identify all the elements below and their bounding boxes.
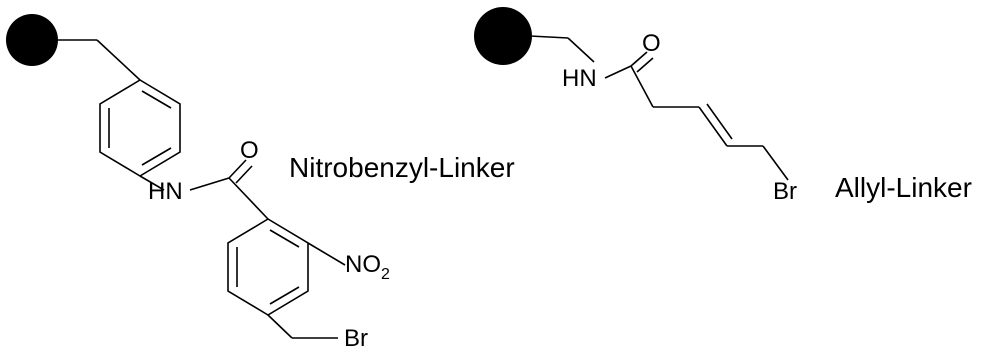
- atom-amide-nh: HN: [148, 178, 183, 205]
- bond-ch2-nh: [567, 37, 595, 63]
- bond-carbonyl-ring: [228, 177, 269, 220]
- bond-carbonyl-o-2: [235, 165, 253, 184]
- resin-bead: [6, 14, 58, 66]
- bond-ring-nitro: [307, 242, 346, 266]
- atom-bromine: Br: [773, 178, 797, 205]
- atom-amide-nh: HN: [562, 65, 597, 92]
- atom-nitro: NO2: [345, 251, 390, 283]
- bond-ch2-ring: [96, 39, 141, 81]
- bond-nh-carbonyl: [189, 177, 230, 191]
- allyl-linker-structure: HN O Br Allyl-Linker: [474, 7, 972, 205]
- atom-carbonyl-oxygen: O: [642, 30, 661, 57]
- bond-ring-nh: [139, 175, 165, 191]
- bond-bead-ch2: [529, 35, 569, 39]
- bond-carbonyl-ch2: [630, 65, 654, 108]
- bond-ch2-br: [762, 145, 789, 181]
- nitrobenzyl-linker-caption: Nitrobenzyl-Linker: [289, 152, 515, 183]
- bond-carbonyl-o-2: [636, 57, 654, 73]
- bond-alkene-2: [706, 103, 733, 140]
- bond-carbonyl-o-1: [630, 51, 648, 67]
- bond-carbonyl-o-1: [228, 159, 247, 179]
- allyl-linker-caption: Allyl-Linker: [835, 172, 972, 203]
- bond-nh-carbonyl: [604, 65, 632, 79]
- resin-bead: [474, 7, 532, 65]
- lower-benzene-ring: [227, 218, 309, 316]
- atom-amide-oxygen: O: [240, 137, 259, 164]
- atom-bromine: Br: [344, 325, 368, 352]
- bond-ring-ch2: [267, 314, 293, 339]
- nitrobenzyl-linker-structure: HN O NO2 Br Nitrobenzyl-Linker: [6, 14, 515, 352]
- bond-alkene-1: [698, 106, 728, 147]
- upper-benzene-ring: [99, 79, 181, 177]
